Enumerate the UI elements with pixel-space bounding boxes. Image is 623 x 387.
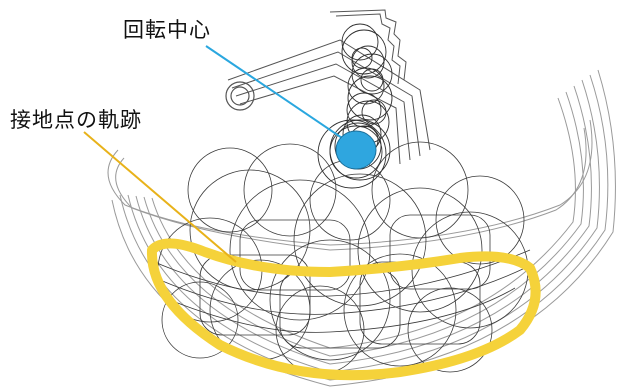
contact-locus-leader-line: [83, 131, 237, 263]
rotation-center-dot: [335, 130, 377, 170]
contact-locus-label: 接地点の軌跡: [10, 108, 142, 132]
rotation-center-label: 回転中心: [123, 18, 211, 42]
rotation-center-leader-line: [205, 45, 346, 141]
frame-linework: [227, 9, 431, 165]
contact-locus-curve: [146, 238, 541, 381]
rotation-spiral-linework: [317, 23, 393, 189]
pivot-joint: [225, 81, 255, 111]
